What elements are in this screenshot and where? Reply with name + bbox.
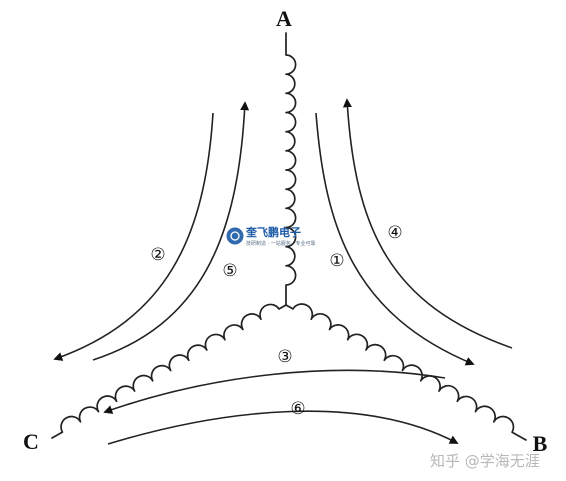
terminal-c-label: C (23, 429, 39, 454)
flow-label-2: ② (150, 245, 165, 265)
logo-watermark: 奎飞鹏电子 技研制造 · 一站服务 · 专业可靠 (226, 225, 316, 247)
flow-label-3: ③ (277, 347, 292, 367)
winding-a-coil (285, 32, 297, 306)
flow-label-4: ④ (387, 223, 402, 243)
flow-arrow-2 (53, 112, 214, 361)
flow-label-1: ① (329, 251, 344, 271)
flow-arrow-4 (342, 98, 513, 349)
flow-label-5: ⑤ (222, 261, 237, 281)
corner-watermark: 知乎 @学海无涯 (430, 452, 540, 470)
terminal-a-label: A (276, 6, 292, 31)
winding-b (285, 303, 527, 441)
logo-subtitle: 技研制造 · 一站服务 · 专业可靠 (246, 240, 316, 247)
winding-c (51, 303, 287, 439)
winding-c-coil (51, 303, 287, 439)
logo-badge-icon (226, 227, 244, 245)
flow-arrow-5 (92, 101, 250, 361)
flow-arrow-1 (315, 112, 475, 366)
logo-badge-inner-icon (230, 231, 240, 241)
terminal-b-label: B (533, 431, 548, 456)
flow-arrow-3 (103, 369, 446, 414)
winding-a (285, 32, 297, 306)
flow-label-6: ⑥ (290, 399, 305, 419)
logo-title: 奎飞鹏电子 (245, 225, 301, 239)
flow-arrow-6 (107, 410, 459, 445)
winding-b-coil (285, 303, 527, 441)
